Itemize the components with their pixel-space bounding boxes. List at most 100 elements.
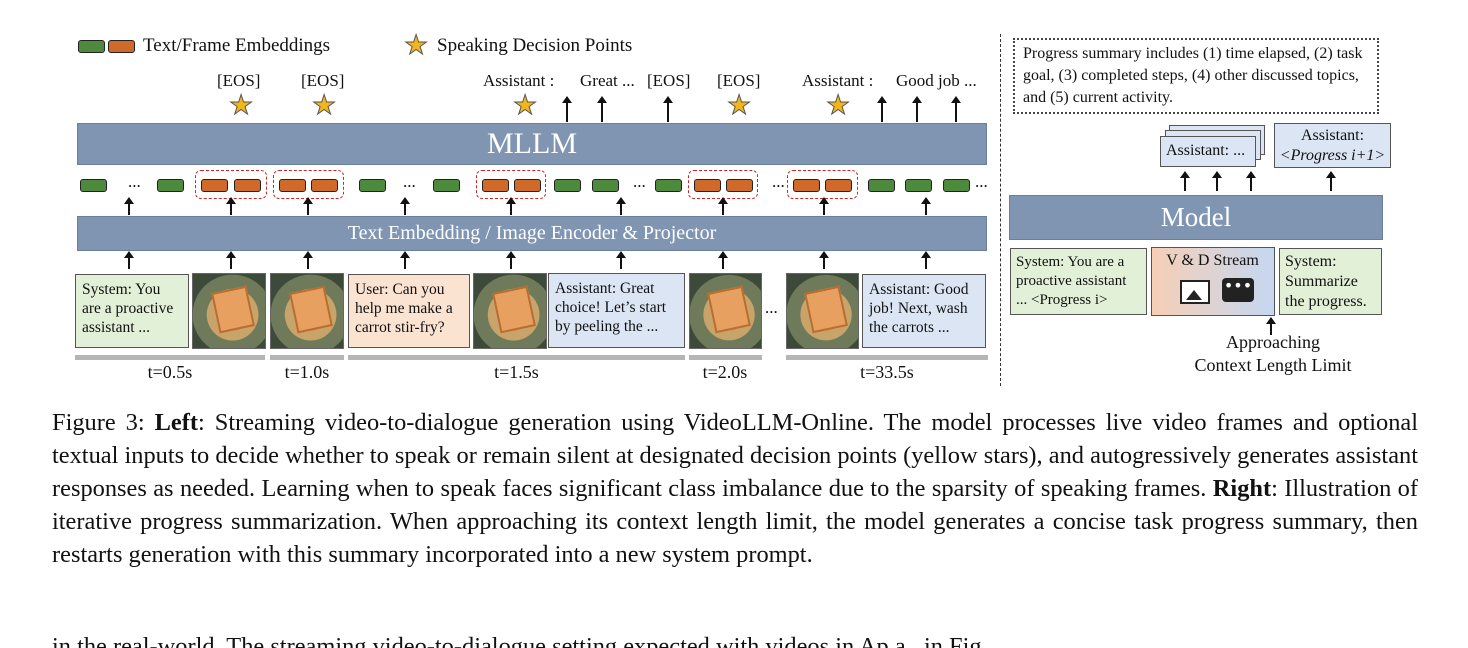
output-arrow bbox=[562, 96, 572, 122]
chat-icon: ••• bbox=[1222, 278, 1254, 302]
input-arrow bbox=[303, 251, 313, 269]
text-token bbox=[234, 179, 261, 192]
output-arrow bbox=[1326, 171, 1336, 191]
output-arrow bbox=[1180, 171, 1190, 191]
frame-token bbox=[655, 179, 682, 192]
input-arrow bbox=[921, 251, 931, 269]
text-token bbox=[311, 179, 338, 192]
assistant-response-box: Assistant: Good job! Next, wash the carr… bbox=[862, 274, 986, 348]
figure-3: Text/Frame Embeddings ★ Speaking Decisio… bbox=[0, 0, 1468, 395]
input-arrow bbox=[226, 197, 236, 215]
text-token bbox=[201, 179, 228, 192]
timeline-segment bbox=[786, 355, 988, 360]
decision-star-icon: ★ bbox=[512, 90, 538, 120]
input-arrow bbox=[616, 251, 626, 269]
input-arrow bbox=[718, 251, 728, 269]
user-query-box: User: Can you help me make a carrot stir… bbox=[348, 274, 470, 348]
eos-label-2: [EOS] bbox=[301, 71, 345, 90]
frame-token bbox=[359, 179, 386, 192]
eos-label-1: [EOS] bbox=[217, 71, 261, 90]
time-label: t=0.5s bbox=[147, 362, 193, 382]
legend-orange-token bbox=[108, 40, 135, 53]
output-arrow bbox=[877, 96, 887, 122]
time-label: t=2.0s bbox=[702, 362, 748, 382]
caption-left-bold: Left bbox=[154, 409, 198, 436]
timeline-segment bbox=[75, 355, 265, 360]
frame-token bbox=[80, 179, 107, 192]
legend-decision-label: Speaking Decision Points bbox=[437, 35, 633, 56]
figure-caption: Figure 3: Left: Streaming video-to-dialo… bbox=[52, 406, 1418, 571]
frame-token bbox=[868, 179, 895, 192]
output-arrow bbox=[663, 96, 673, 122]
decision-star-icon: ★ bbox=[228, 90, 254, 120]
time-label: t=33.5s bbox=[860, 362, 914, 382]
system-prompt-box: System: You are a proactive assistant ..… bbox=[75, 274, 189, 348]
caption-left-text: : Streaming video-to-dialogue generation… bbox=[52, 409, 1419, 502]
system-summarize-box: System: Summarize the progress. bbox=[1279, 248, 1382, 315]
text-token bbox=[482, 179, 509, 192]
caption-right-text: : Illustration of iterative progress sum… bbox=[52, 475, 1418, 568]
summary-note-box: Progress summary includes (1) time elaps… bbox=[1013, 38, 1379, 114]
legend-star-icon: ★ bbox=[403, 30, 429, 60]
eos-label-3: [EOS] bbox=[647, 71, 691, 90]
assistant-response-box: Assistant: Great choice! Let’s start by … bbox=[548, 273, 685, 348]
input-arrow bbox=[506, 251, 516, 269]
timeline-segment bbox=[270, 355, 344, 360]
decision-star-icon: ★ bbox=[726, 90, 752, 120]
input-arrow bbox=[400, 251, 410, 269]
system-progress-box: System: You are a proactive assistant ..… bbox=[1010, 248, 1147, 315]
assistant-label-1: Assistant : bbox=[483, 71, 555, 90]
text-token bbox=[726, 179, 753, 192]
panel-divider bbox=[1000, 34, 1001, 386]
ellipsis: ... bbox=[772, 172, 785, 191]
input-arrow bbox=[921, 197, 931, 215]
decision-star-icon: ★ bbox=[311, 90, 337, 120]
output-arrow bbox=[1246, 171, 1256, 191]
input-arrow bbox=[616, 197, 626, 215]
ellipsis: ... bbox=[128, 172, 141, 191]
input-arrow bbox=[124, 197, 134, 215]
output-arrow bbox=[951, 96, 961, 122]
input-arrow bbox=[819, 197, 829, 215]
assistant-progress-box: Assistant: <Progress i+1> bbox=[1274, 123, 1391, 168]
input-arrow bbox=[1266, 317, 1276, 335]
video-frame bbox=[192, 273, 266, 349]
frame-token bbox=[943, 179, 970, 192]
mllm-block: MLLM bbox=[77, 123, 987, 165]
text-token bbox=[279, 179, 306, 192]
encoder-block: Text Embedding / Image Encoder & Project… bbox=[77, 216, 987, 251]
approaching-label: Approaching bbox=[1226, 332, 1320, 352]
output-arrow bbox=[1212, 171, 1222, 191]
stream-label: V & D Stream bbox=[1166, 252, 1259, 269]
text-token bbox=[825, 179, 852, 192]
text-token bbox=[514, 179, 541, 192]
time-label: t=1.0s bbox=[284, 362, 330, 382]
ellipsis: ... bbox=[765, 298, 778, 317]
caption-prefix: Figure 3: bbox=[52, 409, 155, 436]
great-label: Great ... bbox=[580, 71, 635, 90]
input-arrow bbox=[303, 197, 313, 215]
eos-label-4: [EOS] bbox=[717, 71, 761, 90]
frame-token bbox=[554, 179, 581, 192]
image-icon bbox=[1180, 280, 1210, 304]
video-frame bbox=[270, 273, 344, 349]
cut-off-body-text: in the real-world. The streaming video-t… bbox=[52, 633, 982, 648]
video-frame bbox=[689, 273, 762, 349]
assistant-output-stack: Assistant: ... bbox=[1160, 136, 1256, 167]
good-job-label: Good job ... bbox=[896, 71, 977, 90]
frame-token bbox=[905, 179, 932, 192]
output-arrow bbox=[597, 96, 607, 122]
timeline-segment bbox=[348, 355, 685, 360]
caption-right-bold: Right bbox=[1212, 475, 1272, 502]
input-arrow bbox=[400, 197, 410, 215]
input-arrow bbox=[819, 251, 829, 269]
input-arrow bbox=[124, 251, 134, 269]
text-token bbox=[793, 179, 820, 192]
frame-token bbox=[157, 179, 184, 192]
video-frame bbox=[786, 273, 859, 349]
frame-token bbox=[592, 179, 619, 192]
ellipsis: ... bbox=[633, 172, 646, 191]
assistant-progress-label: Assistant: bbox=[1300, 127, 1365, 144]
legend-embeddings-label: Text/Frame Embeddings bbox=[143, 35, 331, 56]
time-label: t=1.5s bbox=[494, 362, 539, 382]
